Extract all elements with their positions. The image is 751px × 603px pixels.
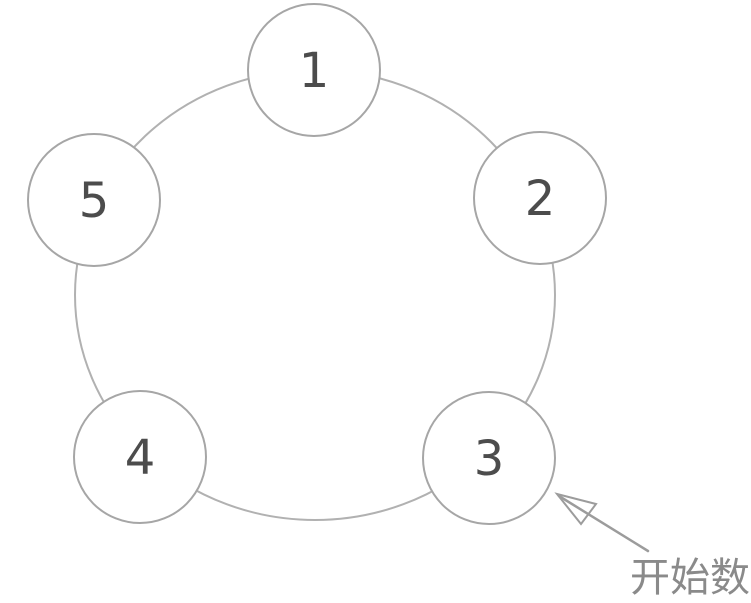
arrow-shaft [557,494,650,553]
node-4: 4 [73,390,207,524]
node-1: 1 [247,3,381,137]
node-1-circle [247,3,381,137]
node-2: 2 [473,131,607,265]
node-3: 3 [422,391,556,525]
annotation-label: 开始数 [630,555,750,601]
node-3-circle [422,391,556,525]
start-pointer-arrow [554,492,650,553]
node-1-label: 1 [299,43,330,99]
arrow-head-icon [554,492,598,526]
node-2-circle [473,131,607,265]
node-5: 5 [27,133,161,267]
node-5-label: 5 [79,173,110,229]
node-2-label: 2 [525,171,556,227]
node-5-circle [27,133,161,267]
node-3-label: 3 [474,431,505,487]
node-4-label: 4 [125,430,156,486]
node-4-circle [73,390,207,524]
